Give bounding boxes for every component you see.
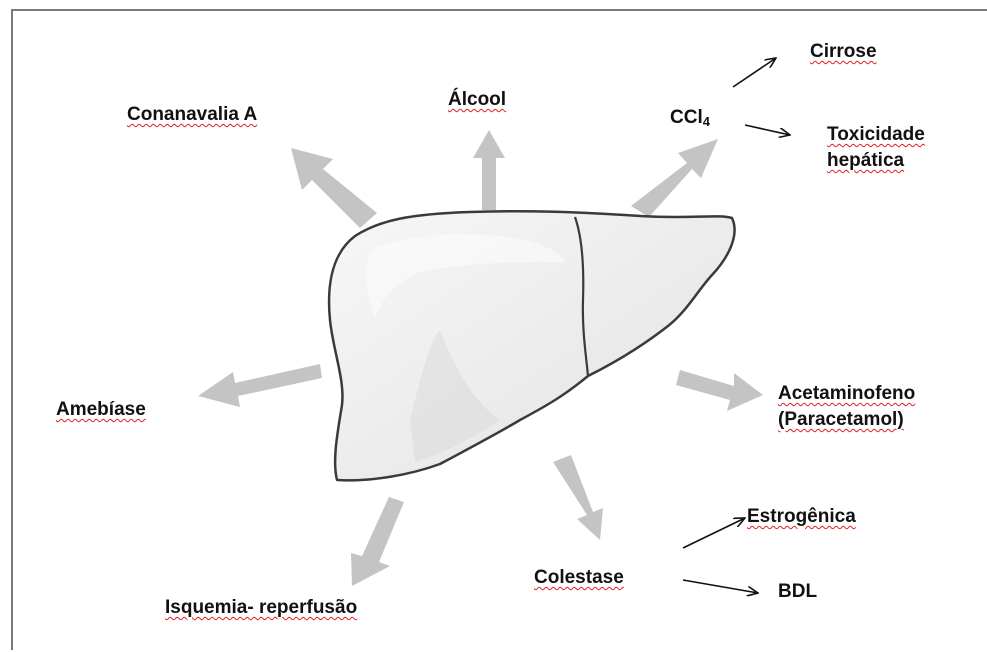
arrow-to-conanavalia — [291, 148, 377, 228]
arrow-to-isquemia — [351, 497, 404, 586]
label-isquemia: Isquemia- reperfusão — [165, 596, 357, 620]
label-conanavalia: Conanavalia A — [127, 103, 257, 127]
label-amebiase: Amebíase — [56, 398, 146, 422]
label-toxicidade-line2: hepática — [827, 148, 925, 174]
arrow-ccl4-to-toxicidade — [745, 125, 790, 135]
label-cirrose: Cirrose — [810, 40, 877, 64]
arrow-to-acetaminofeno — [676, 370, 763, 411]
label-estrogenica: Estrogênica — [747, 505, 856, 529]
label-bdl: BDL — [778, 580, 817, 604]
arrow-to-colestase — [553, 455, 603, 540]
label-acetaminofeno-line2: (Paracetamol) — [778, 407, 915, 433]
label-ccl4-main: CCl — [670, 107, 703, 128]
label-toxicidade-line1: Toxicidade — [827, 122, 925, 148]
label-colestase: Colestase — [534, 566, 624, 590]
arrow-colestase-to-estrogenica — [683, 518, 745, 548]
arrow-to-ccl4 — [631, 139, 718, 217]
label-toxicidade: Toxicidade hepática — [827, 122, 925, 174]
label-ccl4: CCl4 — [670, 106, 710, 134]
label-acetaminofeno-line1: Acetaminofeno — [778, 381, 915, 407]
arrow-to-alcool — [473, 130, 505, 210]
liver-illustration — [329, 211, 734, 480]
label-ccl4-subscript: 4 — [703, 114, 710, 129]
arrow-colestase-to-bdl — [683, 580, 758, 593]
label-acetaminofeno: Acetaminofeno (Paracetamol) — [778, 381, 915, 433]
label-alcool: Álcool — [448, 88, 506, 112]
arrow-to-amebiase — [198, 364, 322, 407]
arrow-ccl4-to-cirrose — [733, 58, 776, 87]
